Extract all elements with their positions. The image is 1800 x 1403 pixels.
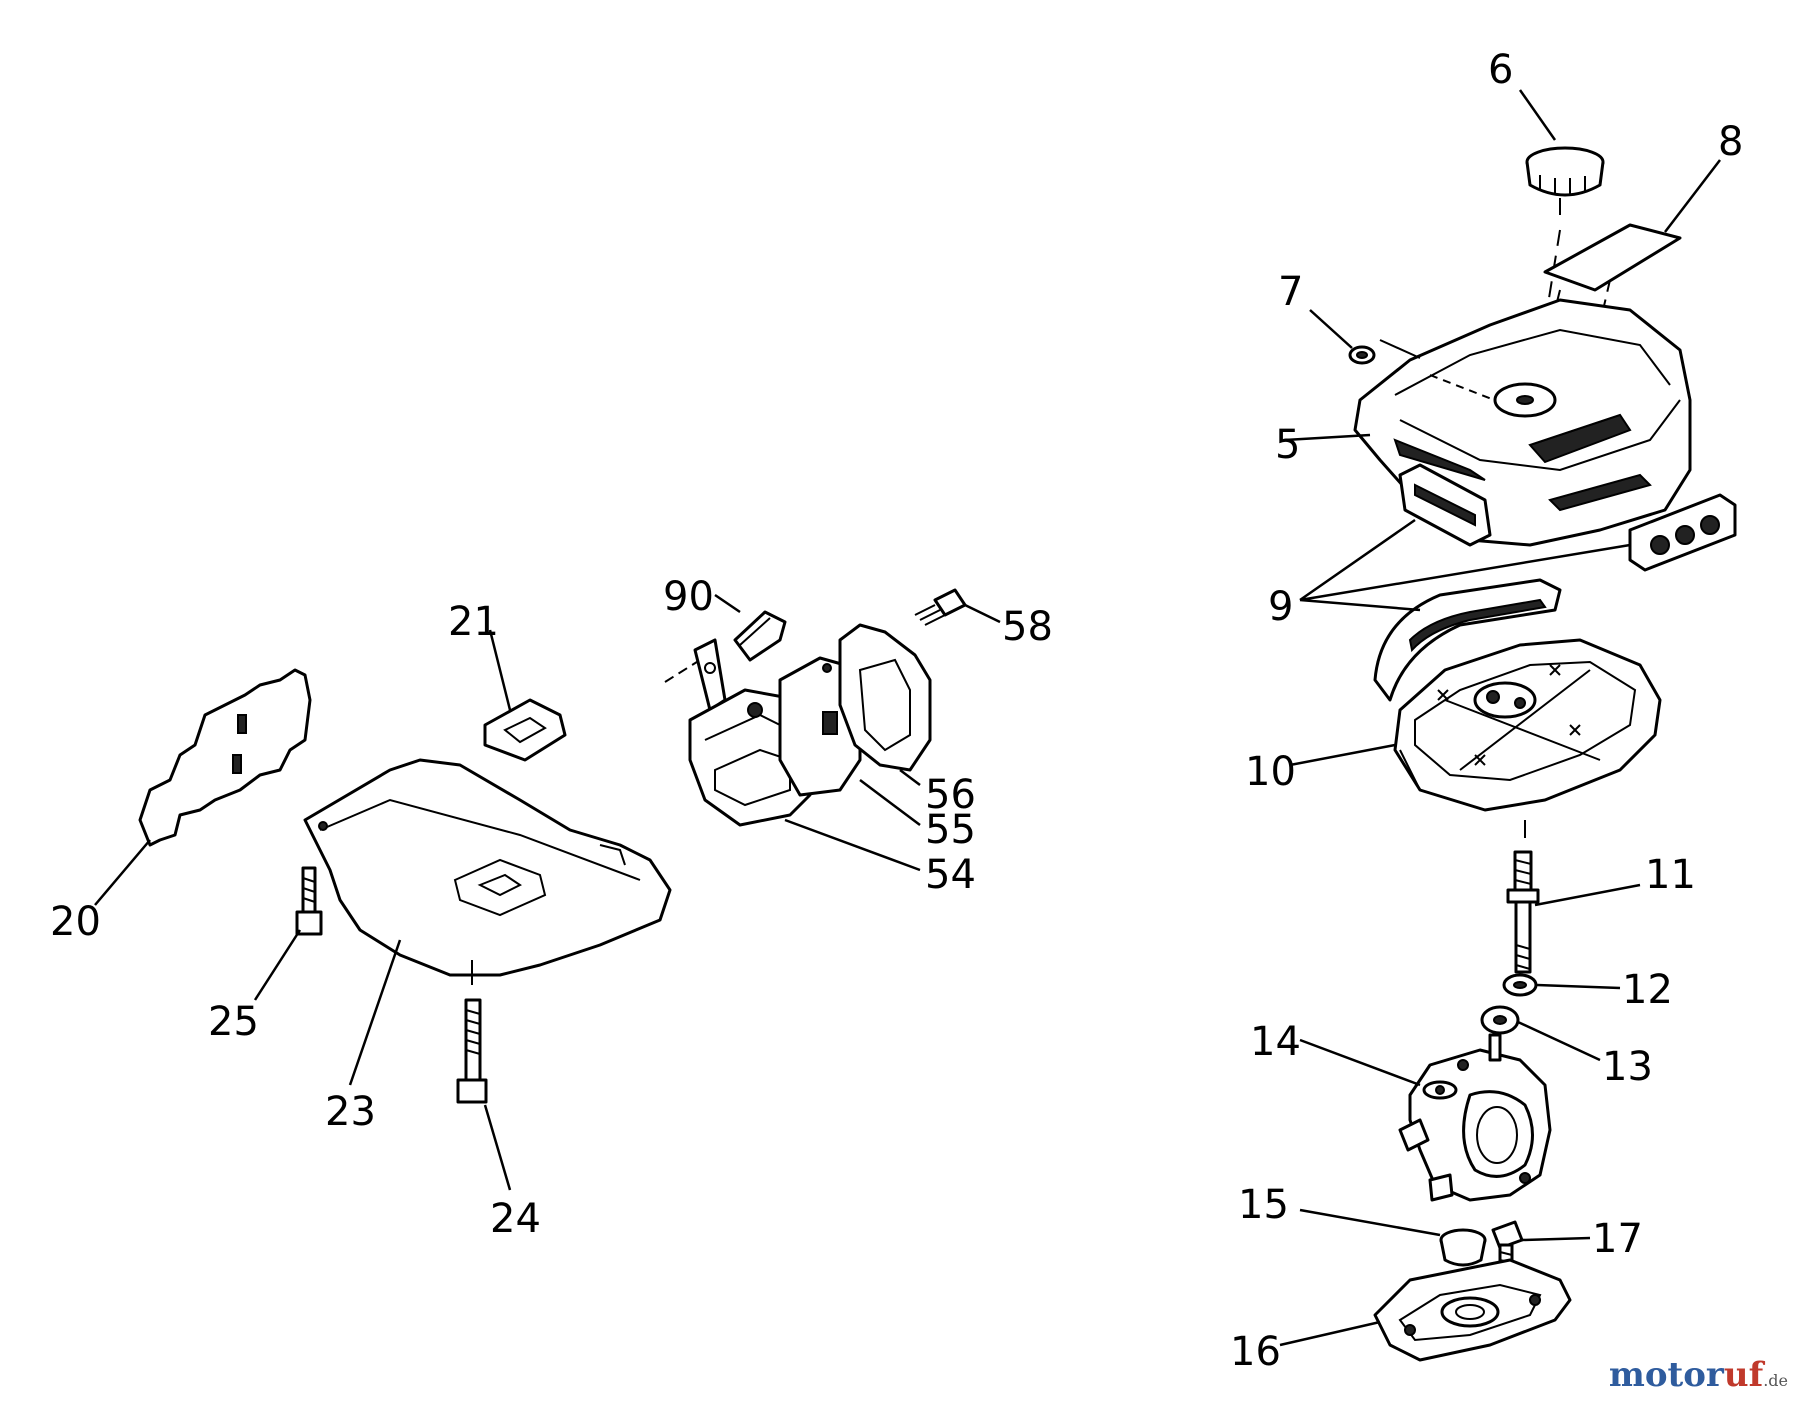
part-58-screw — [914, 588, 967, 626]
leader-8 — [1664, 159, 1721, 233]
leader-11 — [1534, 883, 1641, 907]
label-25: 25 — [208, 999, 259, 1045]
part-7-grommet — [1348, 345, 1376, 365]
leader-25 — [253, 929, 302, 1001]
label-8: 8 — [1718, 119, 1743, 165]
leader-7 — [1309, 309, 1353, 349]
leader-15 — [1299, 1208, 1441, 1237]
label-20: 20 — [50, 899, 101, 945]
watermark-tld: .de — [1763, 1371, 1788, 1390]
leader-9 — [1299, 518, 1631, 612]
leader-55 — [859, 779, 921, 826]
label-6: 6 — [1488, 47, 1513, 93]
label-16: 16 — [1230, 1329, 1281, 1375]
leader-12 — [1536, 983, 1621, 990]
part-56-gasket — [838, 623, 932, 772]
leader-56 — [899, 769, 921, 786]
leader-58 — [964, 603, 1001, 624]
label-15: 15 — [1238, 1182, 1289, 1228]
leader-6 — [1518, 89, 1557, 141]
part-9-grille-right — [1628, 493, 1737, 572]
label-24: 24 — [490, 1196, 541, 1242]
part-6-knob — [1525, 146, 1605, 215]
leader-24 — [483, 1104, 512, 1191]
label-56: 56 — [925, 772, 976, 818]
leader-90 — [714, 593, 741, 614]
part-14-carburetor — [1398, 1033, 1552, 1202]
label-14: 14 — [1250, 1019, 1301, 1065]
label-10: 10 — [1245, 749, 1296, 795]
part-25-bolt — [295, 866, 323, 936]
leader-10 — [1289, 743, 1396, 767]
leader-20 — [94, 839, 151, 906]
label-58: 58 — [1002, 604, 1053, 650]
part-8-label — [1543, 223, 1682, 292]
part-24-bolt — [456, 960, 488, 1104]
part-13-gasket — [1480, 1005, 1520, 1035]
leader-14 — [1299, 1038, 1421, 1087]
label-9: 9 — [1268, 584, 1293, 630]
leader-21 — [488, 629, 512, 711]
part-9-grille-curved — [1373, 578, 1562, 702]
label-23: 23 — [325, 1089, 376, 1135]
label-11: 11 — [1645, 852, 1696, 898]
part-16-base-plate — [1373, 1258, 1572, 1362]
part-9-grille-left — [1398, 463, 1492, 547]
label-21: 21 — [448, 599, 499, 645]
part-20-heat-shield — [138, 668, 312, 847]
part-15-cap — [1439, 1228, 1487, 1267]
part-11-stud — [1506, 850, 1540, 974]
watermark-main: motor — [1608, 1355, 1724, 1395]
label-7: 7 — [1278, 269, 1303, 315]
leader-16 — [1279, 1320, 1381, 1347]
label-90: 90 — [663, 574, 714, 620]
leader-23 — [348, 939, 402, 1086]
watermark-logo: motoruf.de — [1609, 1355, 1788, 1395]
part-21-gasket — [483, 698, 567, 762]
part-12-washer — [1502, 973, 1538, 997]
part-23-muffler-cover — [303, 758, 672, 977]
leader-17 — [1521, 1236, 1591, 1242]
label-54: 54 — [925, 852, 976, 898]
part-90-bolt — [733, 610, 787, 662]
leader-13 — [1517, 1020, 1601, 1062]
label-17: 17 — [1592, 1216, 1643, 1262]
label-13: 13 — [1602, 1044, 1653, 1090]
leader-54 — [784, 818, 921, 872]
label-55: 55 — [925, 807, 976, 853]
label-12: 12 — [1622, 967, 1673, 1013]
label-5: 5 — [1275, 422, 1300, 468]
leader-5 — [1284, 433, 1371, 442]
watermark-accent: uf — [1723, 1355, 1764, 1395]
part-10-filter-element — [1393, 638, 1662, 812]
